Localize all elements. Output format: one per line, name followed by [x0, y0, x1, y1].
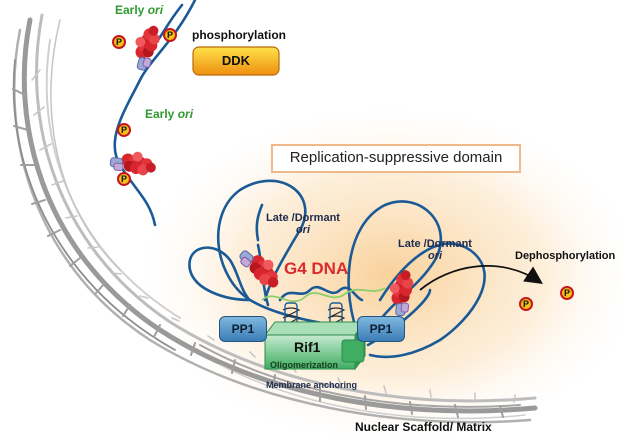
dephosphorylation-label: Dephosphorylation	[515, 250, 616, 262]
late-ori-label-2: Late /Dormant ori	[398, 238, 472, 262]
ddk-label: DDK	[221, 53, 251, 68]
g4-dna-strand	[261, 287, 386, 303]
nuclear-scaffold-label: Nuclear Scaffold/ Matrix	[355, 420, 492, 434]
oligomerization-label: Oligomerization	[270, 360, 339, 370]
pp1-right-box: PP1	[357, 316, 405, 342]
early-ori-label-1: Early ori	[115, 3, 164, 17]
phosphate-badge: P	[117, 172, 131, 186]
phosphate-badge: P	[112, 35, 126, 49]
phosphate-badge: P	[519, 297, 533, 311]
nuclear-scaffold-fibers	[12, 13, 538, 424]
phosphate-badge: P	[560, 286, 574, 300]
phosphorylation-label: phosphorylation	[192, 28, 286, 42]
g4-dna-label: G4 DNA	[284, 259, 349, 278]
ddk-box	[192, 46, 280, 76]
suppressive-domain-box	[271, 144, 521, 173]
dephosphorylation-arrow	[419, 265, 543, 291]
membrane-anchoring-label: Membrane anchoring	[266, 380, 358, 390]
phosphate-badge: P	[163, 28, 177, 42]
phosphate-badge: P	[117, 123, 131, 137]
early-ori-label-2: Early ori	[145, 107, 194, 121]
rif1-label: Rif1	[294, 339, 321, 355]
domain-box-label: Replication-suppressive domain	[289, 149, 503, 166]
late-ori-label-1: Late /Dormant ori	[266, 212, 340, 236]
dna-strand	[113, 0, 486, 359]
pp1-left-box: PP1	[219, 316, 267, 342]
